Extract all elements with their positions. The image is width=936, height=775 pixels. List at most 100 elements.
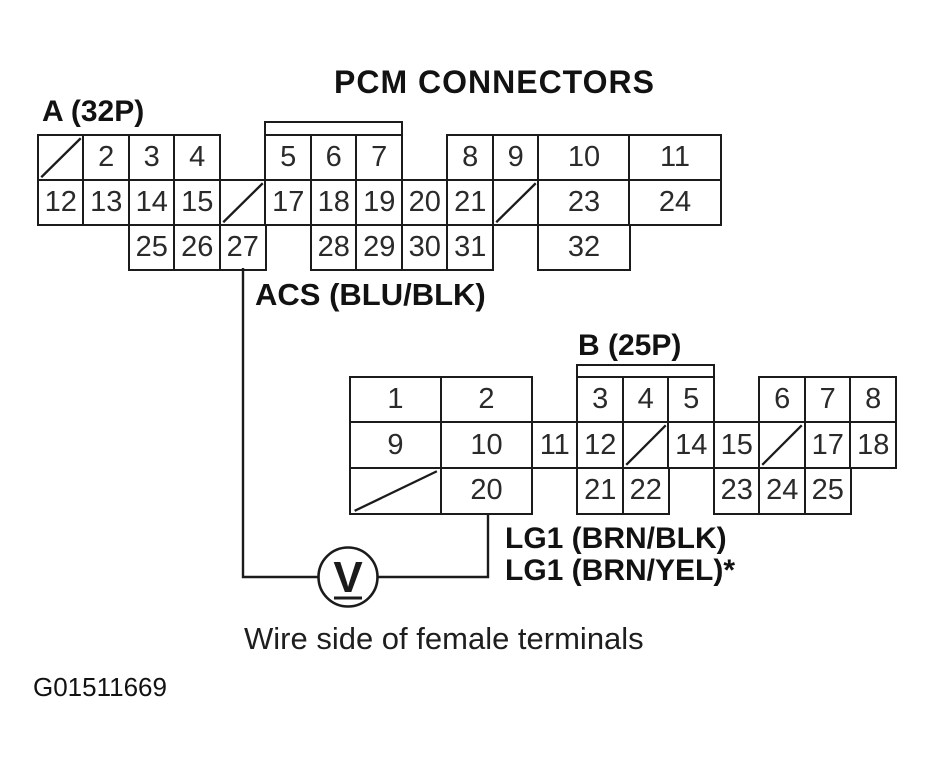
connector-b-pin-5: 5 <box>667 375 716 424</box>
pin-number: 9 <box>387 428 404 461</box>
pin-number: 14 <box>675 428 708 461</box>
pin-number: 13 <box>90 186 123 218</box>
pin-number: 14 <box>135 186 168 218</box>
slash-icon <box>222 182 264 224</box>
pin-number: 17 <box>272 186 305 218</box>
pin-number: 19 <box>363 186 396 218</box>
connector-a-pin-13: 13 <box>82 178 131 227</box>
pin-number: 21 <box>584 474 617 507</box>
connector-b-pin-24: 24 <box>758 466 807 516</box>
pin-number: 24 <box>766 474 799 507</box>
pin-number: 10 <box>567 141 601 173</box>
connector-a-pin-3: 3 <box>127 133 176 182</box>
pin-number: 27 <box>226 231 259 263</box>
pin-number: 6 <box>325 141 342 173</box>
pin-number: 5 <box>683 383 700 416</box>
pin-number: 1 <box>387 383 404 416</box>
figure-code: G01511669 <box>33 672 167 702</box>
pin-number: 15 <box>181 186 214 218</box>
connector-b-pin-2: 2 <box>439 375 534 424</box>
connector-b-pin-18: 18 <box>849 421 898 470</box>
connector-b-pin-9: 9 <box>348 421 443 470</box>
connector-b-pin-23: 23 <box>712 466 761 516</box>
connector-b-pin-1: 1 <box>348 375 443 424</box>
pin-number: 7 <box>819 383 836 416</box>
pin-number: 12 <box>584 428 617 461</box>
pin-number: 20 <box>408 186 441 218</box>
connector-b-pin-7: 7 <box>803 375 852 424</box>
pin-number: 17 <box>811 428 844 461</box>
connector-b-pin-6: 6 <box>758 375 807 424</box>
connector-a-pin-21: 21 <box>446 178 495 227</box>
pin-number: 24 <box>658 186 692 218</box>
connector-b-pin-12: 12 <box>576 421 625 470</box>
pin-number: 11 <box>659 141 691 173</box>
pin-number: 2 <box>478 383 495 416</box>
pin-number: 5 <box>280 141 297 173</box>
wire-label-lg1-brn-blk: LG1 (BRN/BLK) <box>505 522 727 555</box>
page-title: PCM CONNECTORS <box>334 64 655 100</box>
pin-number: 15 <box>720 428 753 461</box>
wire-label-lg1-brn-yel: LG1 (BRN/YEL)* <box>505 554 736 587</box>
pin-number: 12 <box>44 186 77 218</box>
pin-number: 18 <box>857 428 890 461</box>
connector-a-pin-28: 28 <box>309 223 358 272</box>
connector-a-slash-cell-r2-u10 <box>491 178 540 227</box>
connector-b-pin-22: 22 <box>621 466 670 516</box>
connector-b-pin-20: 20 <box>439 466 534 516</box>
connector-b-pin-11: 11 <box>530 421 579 470</box>
pin-number: 4 <box>189 141 206 173</box>
connector-a-pin-20: 20 <box>400 178 449 227</box>
connector-a-pin-17: 17 <box>264 178 313 227</box>
pin-number: 20 <box>470 474 503 507</box>
pin-number: 3 <box>143 141 160 173</box>
slash-icon <box>625 424 667 466</box>
pin-number: 28 <box>317 231 350 263</box>
connector-b-pin-21: 21 <box>576 466 625 516</box>
connector-b-pin-25: 25 <box>803 466 852 516</box>
connector-b-slash-cell-r3-u0 <box>348 466 443 516</box>
pin-number: 30 <box>408 231 441 263</box>
connector-a-pin-2: 2 <box>82 133 131 182</box>
pin-number: 4 <box>637 383 654 416</box>
pin-number: 23 <box>567 186 601 218</box>
connector-a-pin-7: 7 <box>355 133 404 182</box>
pin-number: 9 <box>507 141 524 173</box>
connector-a-pin-4: 4 <box>173 133 222 182</box>
pin-number: 3 <box>592 383 609 416</box>
connector-a-pin-11: 11 <box>628 133 722 182</box>
pin-number: 25 <box>811 474 844 507</box>
connector-a-pin-29: 29 <box>355 223 404 272</box>
connector-a-slash-cell-r2-u4 <box>218 178 267 227</box>
connector-a-pin-15: 15 <box>173 178 222 227</box>
connector-b-label: B (25P) <box>578 329 682 362</box>
connector-b-pin-17: 17 <box>803 421 852 470</box>
connector-a-pin-31: 31 <box>446 223 495 272</box>
connector-b-pin-3: 3 <box>576 375 625 424</box>
pin-number: 25 <box>135 231 168 263</box>
connector-b-pin-4: 4 <box>621 375 670 424</box>
caption: Wire side of female terminals <box>244 621 644 656</box>
pin-number: 32 <box>567 231 601 263</box>
pin-number: 2 <box>98 141 115 173</box>
connector-b-slash-cell-r2-u6 <box>621 421 670 470</box>
connector-a-pin-24: 24 <box>628 178 722 227</box>
pin-number: 11 <box>539 428 570 461</box>
pin-number: 8 <box>865 383 882 416</box>
pin-number: 7 <box>371 141 388 173</box>
slash-icon <box>352 470 440 512</box>
slash-icon <box>40 137 82 179</box>
pin-number: 6 <box>774 383 791 416</box>
connector-b-pin-14: 14 <box>667 421 716 470</box>
pin-number: 18 <box>317 186 350 218</box>
connector-a-pin-32: 32 <box>537 223 631 272</box>
connector-a-pin-30: 30 <box>400 223 449 272</box>
connector-a-pin-12: 12 <box>36 178 85 227</box>
connector-b-slash-cell-r2-u9 <box>758 421 807 470</box>
connector-b-pin-8: 8 <box>849 375 898 424</box>
pin-number: 21 <box>454 186 487 218</box>
pin-number: 22 <box>629 474 662 507</box>
